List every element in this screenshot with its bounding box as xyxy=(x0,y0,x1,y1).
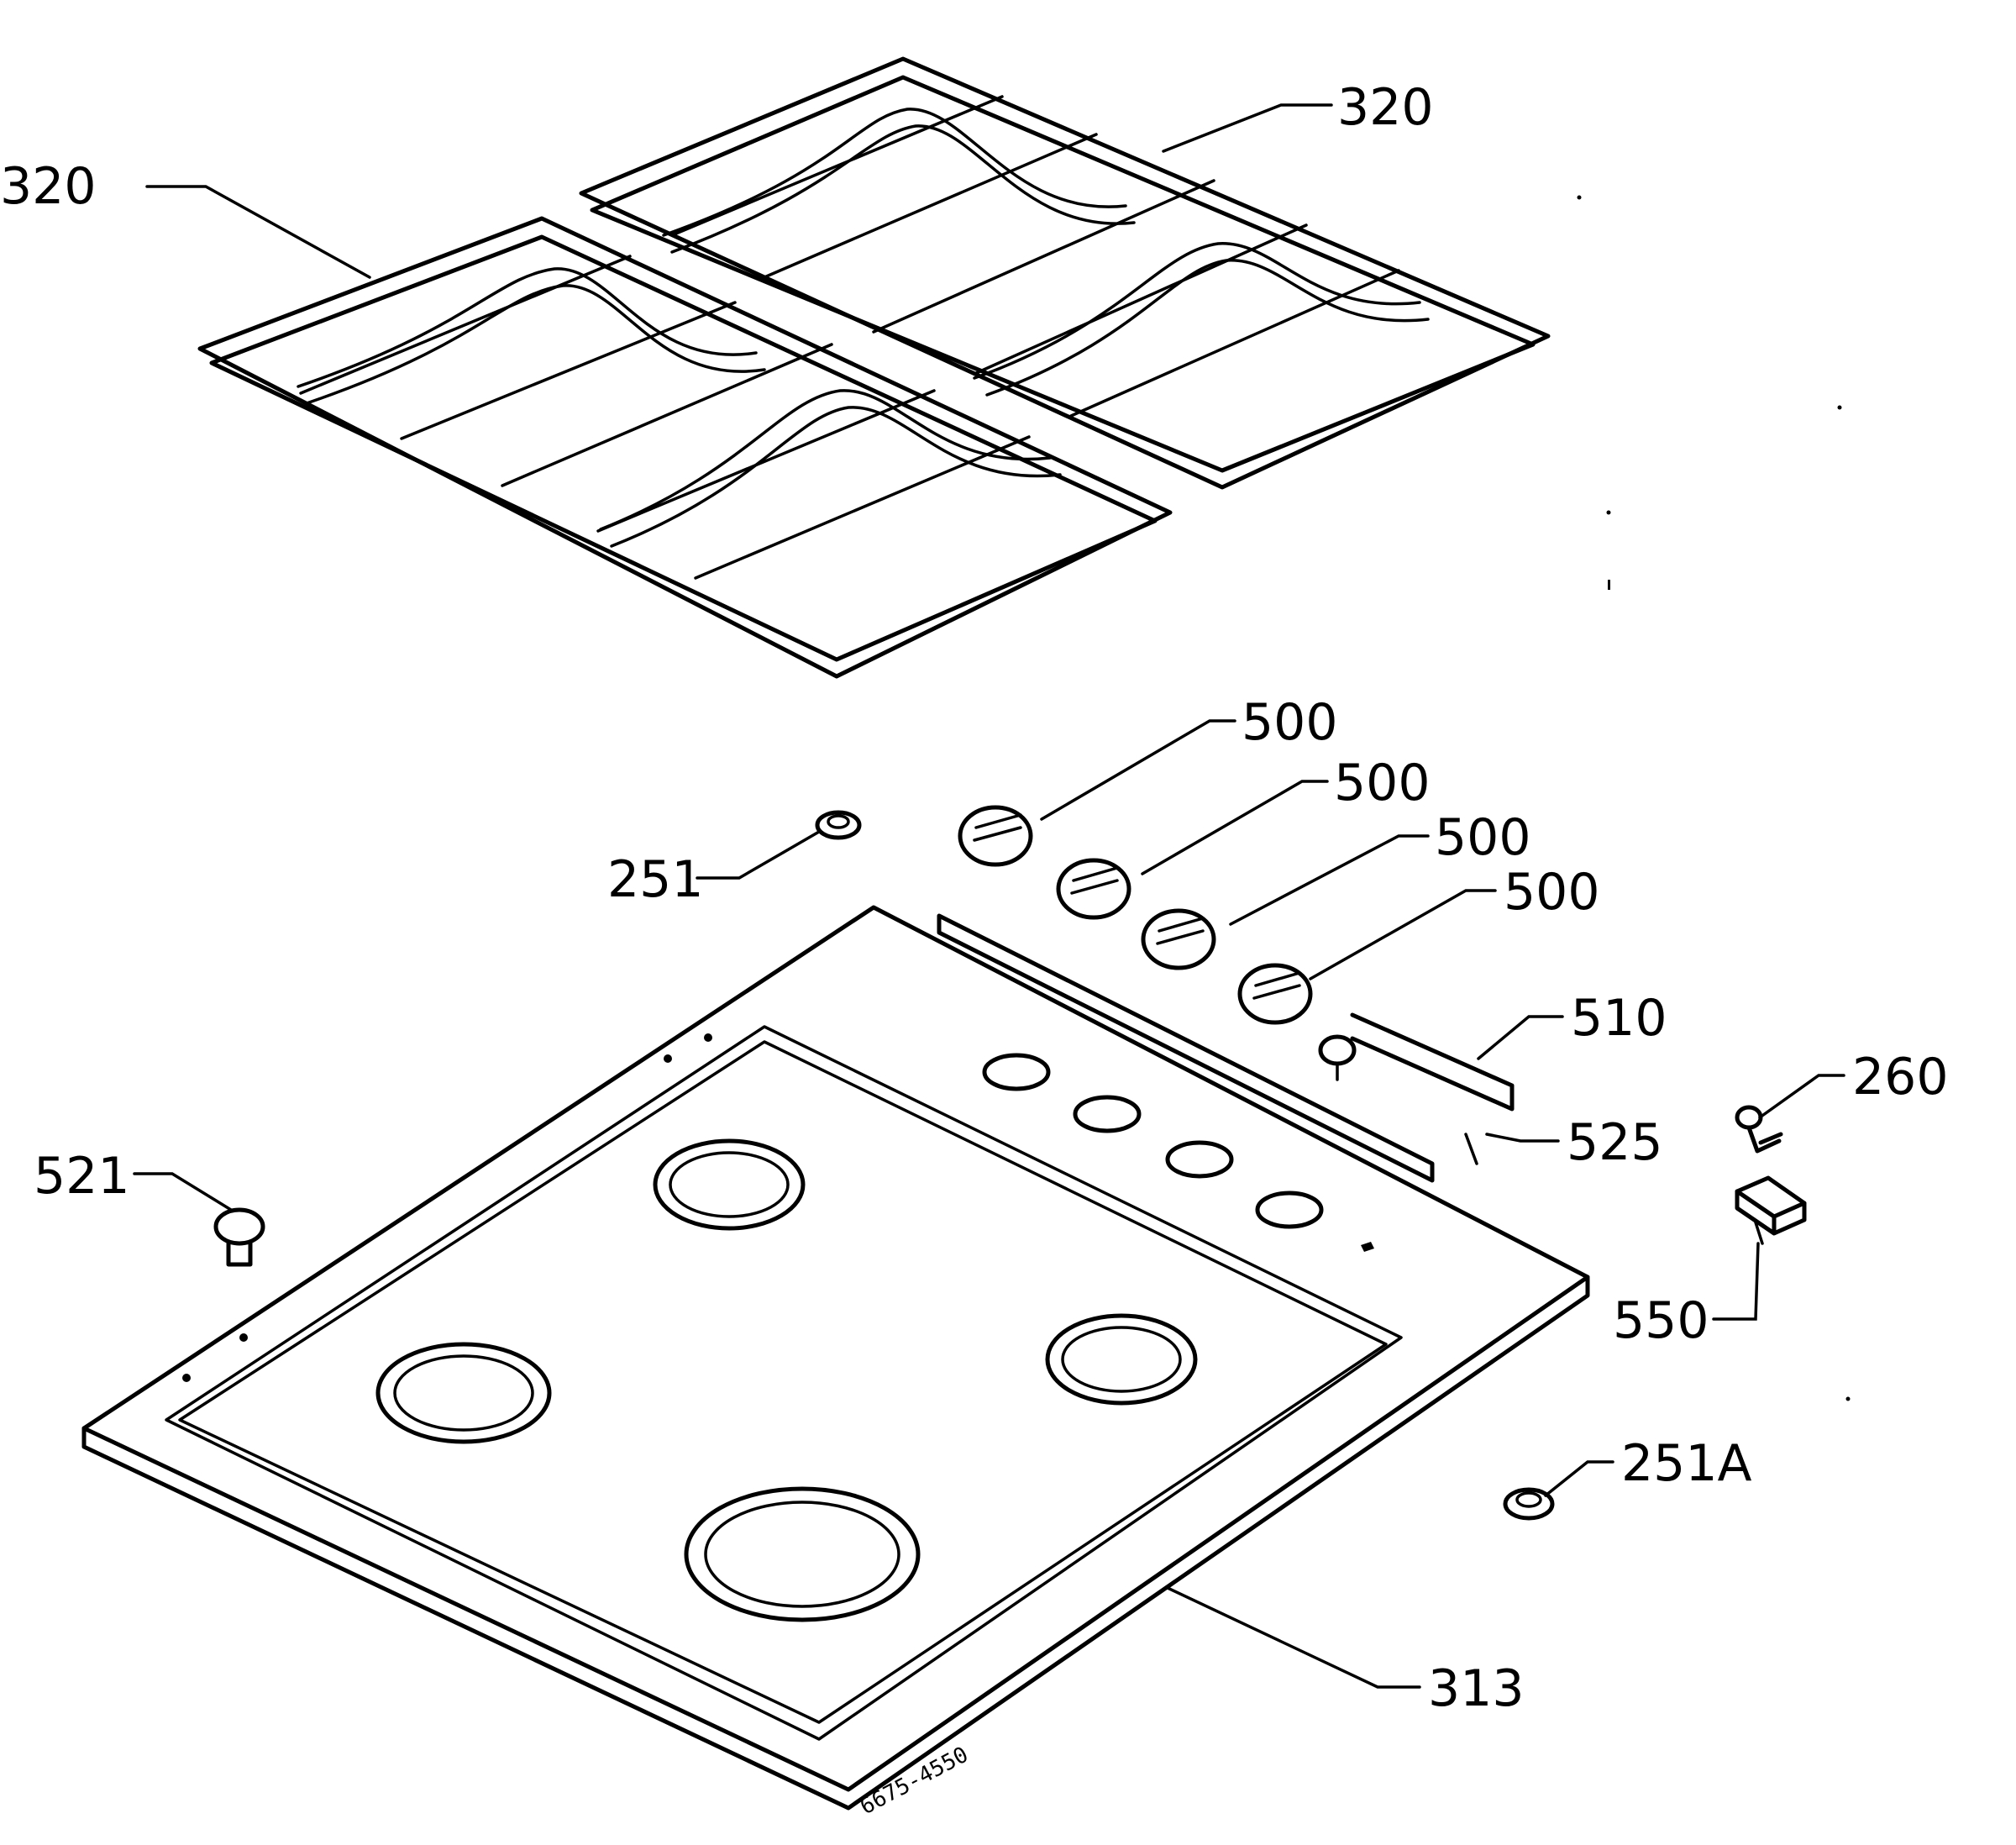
label-251a: 251A xyxy=(1621,1434,1752,1493)
control-knob-4 xyxy=(1237,963,1313,1025)
label-500-knob-3: 500 xyxy=(1435,808,1531,867)
knob-spindle-holes xyxy=(982,1053,1374,1252)
label-500-knob-4: 500 xyxy=(1504,863,1600,922)
igniter-260 xyxy=(1735,1105,1783,1154)
foot-521 xyxy=(213,1207,265,1267)
label-313: 313 xyxy=(1428,1659,1525,1718)
pan-support-grate-right xyxy=(579,56,1551,490)
control-panel-strip xyxy=(937,913,1435,1183)
panel-510 xyxy=(1350,1012,1515,1112)
burner-ring-left xyxy=(375,1342,552,1444)
burner-ring-top xyxy=(653,1138,806,1231)
control-knob-3 xyxy=(1141,908,1216,970)
burner-ring-right xyxy=(1045,1313,1198,1406)
pan-support-grate-left xyxy=(197,216,1173,679)
label-550: 550 xyxy=(1613,1291,1709,1350)
label-500-knob-1: 500 xyxy=(1242,693,1338,752)
leader-lines xyxy=(133,103,1845,1689)
reference-labels: 320 320 500 500 500 500 251 510 525 260 … xyxy=(0,78,1949,1718)
screw-525 xyxy=(1318,1034,1478,1165)
label-251: 251 xyxy=(607,850,704,909)
fixing-holes xyxy=(182,1033,712,1382)
plug-251 xyxy=(815,810,862,840)
scan-specks xyxy=(1577,195,1851,1401)
label-500-knob-2: 500 xyxy=(1334,754,1431,812)
plug-251a xyxy=(1503,1487,1555,1521)
label-525: 525 xyxy=(1567,1113,1663,1172)
label-260: 260 xyxy=(1852,1048,1949,1106)
control-knob-1 xyxy=(958,805,1033,867)
control-knob-2 xyxy=(1056,858,1131,920)
label-320-left: 320 xyxy=(0,157,97,216)
label-510: 510 xyxy=(1571,989,1667,1048)
burner-ring-bottom xyxy=(684,1486,921,1622)
label-320-right: 320 xyxy=(1337,78,1434,137)
switch-550 xyxy=(1735,1175,1807,1245)
label-521: 521 xyxy=(34,1147,130,1206)
